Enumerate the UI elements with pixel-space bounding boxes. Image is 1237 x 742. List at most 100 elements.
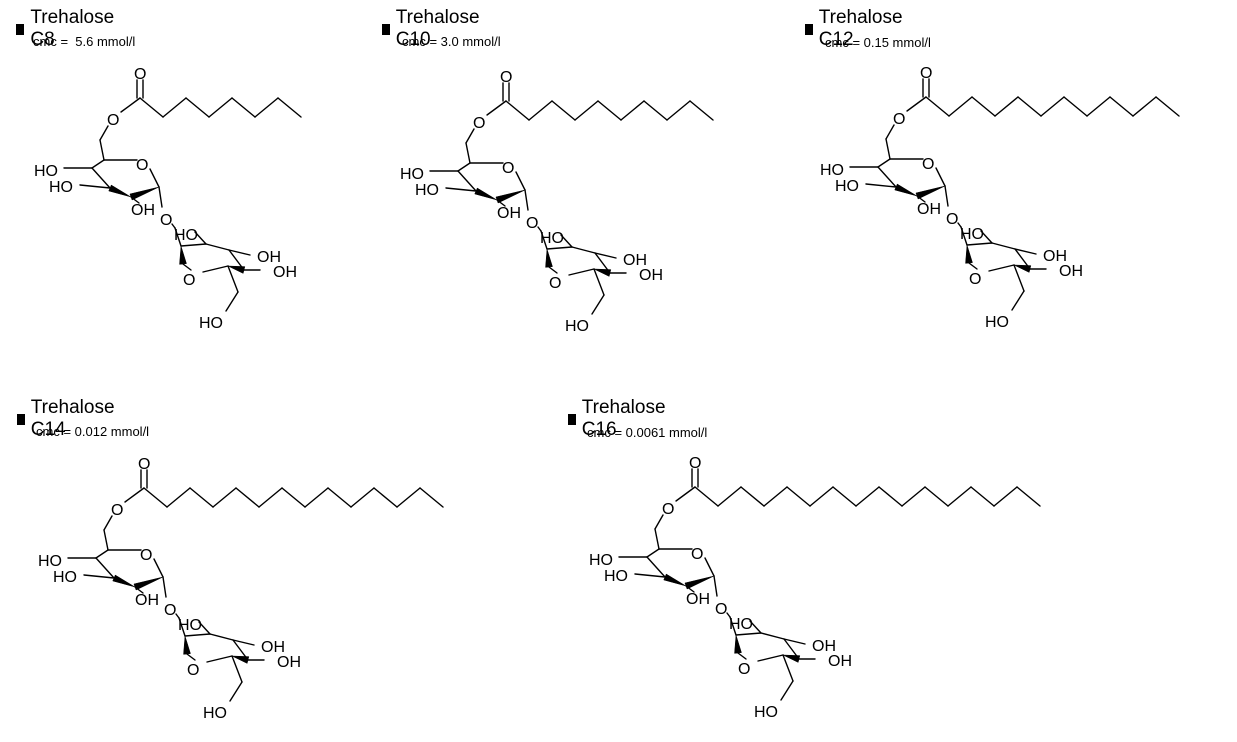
- alkyl-chain-bond: [350, 487, 375, 508]
- bond: [465, 142, 471, 164]
- ring-bond: [546, 246, 573, 250]
- alkyl-chain-bond: [231, 97, 256, 118]
- hydroxyl-bond: [916, 195, 926, 203]
- carbonyl-oxygen-label: O: [689, 455, 701, 472]
- hydroxyl-label: HO: [174, 227, 198, 244]
- bond: [174, 227, 182, 247]
- ester-oxygen-label: O: [111, 502, 123, 519]
- alkyl-chain-bond: [1086, 96, 1111, 117]
- hydroxyl-label: HO: [960, 226, 984, 243]
- alkyl-chain-bond: [947, 486, 972, 507]
- ring-bond: [232, 639, 249, 661]
- wedge-bond: [684, 575, 715, 590]
- ring-bond: [91, 159, 105, 169]
- hydroxyl-label: HO: [178, 617, 202, 634]
- hydroxyl-label: HO: [589, 552, 613, 569]
- ester-oxygen-label: O: [893, 111, 905, 128]
- bond: [944, 185, 949, 207]
- alkyl-chain-bond: [419, 487, 444, 508]
- ring-bond: [877, 158, 891, 168]
- wedge-bond: [183, 635, 191, 655]
- ring-bond: [205, 243, 230, 251]
- ester-bond: [103, 515, 113, 531]
- ring-bond: [704, 557, 715, 577]
- hydroxyl-label: HO: [49, 179, 73, 196]
- bond: [171, 223, 176, 229]
- ring-oxygen-label: O: [691, 546, 703, 563]
- hydroxyl-label: HO: [565, 318, 589, 335]
- ring-bond: [182, 263, 192, 271]
- ring-bond: [95, 557, 115, 579]
- alkyl-chain-bond: [327, 487, 352, 508]
- bond: [960, 226, 968, 246]
- hydroxymethyl-bond: [225, 291, 239, 312]
- ring-oxygen-label: O: [140, 547, 152, 564]
- ring-bond: [935, 167, 946, 187]
- ring-bond: [966, 242, 993, 246]
- alkyl-chain-bond: [786, 486, 811, 507]
- hydroxyl-bond: [134, 586, 144, 594]
- hydroxyl-label: OH: [277, 654, 301, 671]
- molecule-title: Trehalose C12: [818, 7, 903, 50]
- ring-bond: [568, 268, 595, 276]
- hydroxyl-label: OH: [1059, 263, 1083, 280]
- hydroxyl-label: HO: [415, 182, 439, 199]
- square-bullet-icon: [16, 23, 25, 35]
- hydroxyl-bond: [198, 621, 211, 635]
- alkyl-chain-bond: [948, 96, 973, 117]
- hydroxyl-label: OH: [273, 264, 297, 281]
- alkyl-chain-bond: [185, 97, 210, 118]
- hydroxyl-label: HO: [729, 616, 753, 633]
- ring-bond: [515, 171, 526, 191]
- square-bullet-icon: [382, 23, 390, 35]
- hydroxyl-bond: [634, 573, 666, 578]
- bond: [162, 576, 167, 598]
- hydroxyl-label: OH: [639, 267, 663, 284]
- ester-bond: [124, 487, 145, 503]
- ring-bond: [149, 168, 160, 188]
- bond: [103, 529, 109, 551]
- alkyl-chain-bond: [212, 487, 237, 508]
- molecule-header: Trehalose C14: [17, 397, 118, 441]
- hydroxyl-label: HO: [38, 553, 62, 570]
- bond: [175, 613, 180, 619]
- hydroxyl-label: OH: [131, 202, 155, 219]
- alkyl-chain-bond: [740, 486, 765, 507]
- hydroxyl-label: OH: [917, 201, 941, 218]
- alkyl-chain-bond: [505, 100, 530, 121]
- wedge-bond: [133, 576, 164, 591]
- hydroxyl-bond: [685, 585, 695, 593]
- alkyl-chain-bond: [281, 487, 306, 508]
- carbonyl-oxygen-label: O: [134, 66, 146, 83]
- hydroxyl-label: OH: [261, 639, 285, 656]
- carbonyl-oxygen-label: O: [920, 65, 932, 82]
- molecule-header: Trehalose C12: [805, 7, 906, 51]
- bond: [729, 616, 737, 636]
- bond: [957, 222, 962, 228]
- ring-bond: [228, 249, 245, 271]
- ring-oxygen-label: O: [922, 156, 934, 173]
- alkyl-chain-bond: [254, 97, 279, 118]
- hydroxyl-label: HO: [604, 568, 628, 585]
- alkyl-chain-bond: [166, 487, 191, 508]
- hydroxyl-label: HO: [53, 569, 77, 586]
- ring-bond: [594, 252, 611, 274]
- ring-oxygen-label: O: [187, 662, 199, 679]
- bond: [726, 612, 731, 618]
- bond: [593, 268, 605, 296]
- hydroxyl-label: HO: [754, 704, 778, 721]
- hydroxyl-label: OH: [623, 252, 647, 269]
- alkyl-chain-bond: [924, 486, 949, 507]
- ring-oxygen-label: O: [738, 661, 750, 678]
- alkyl-chain-bond: [258, 487, 283, 508]
- ring-bond: [757, 654, 784, 662]
- alkyl-chain-bond: [1016, 486, 1041, 507]
- bond: [524, 189, 529, 211]
- hydroxyl-bond: [1014, 248, 1037, 255]
- hydroxyl-bond: [560, 234, 573, 248]
- hydroxyl-bond: [980, 230, 993, 244]
- ring-oxygen-label: O: [549, 275, 561, 292]
